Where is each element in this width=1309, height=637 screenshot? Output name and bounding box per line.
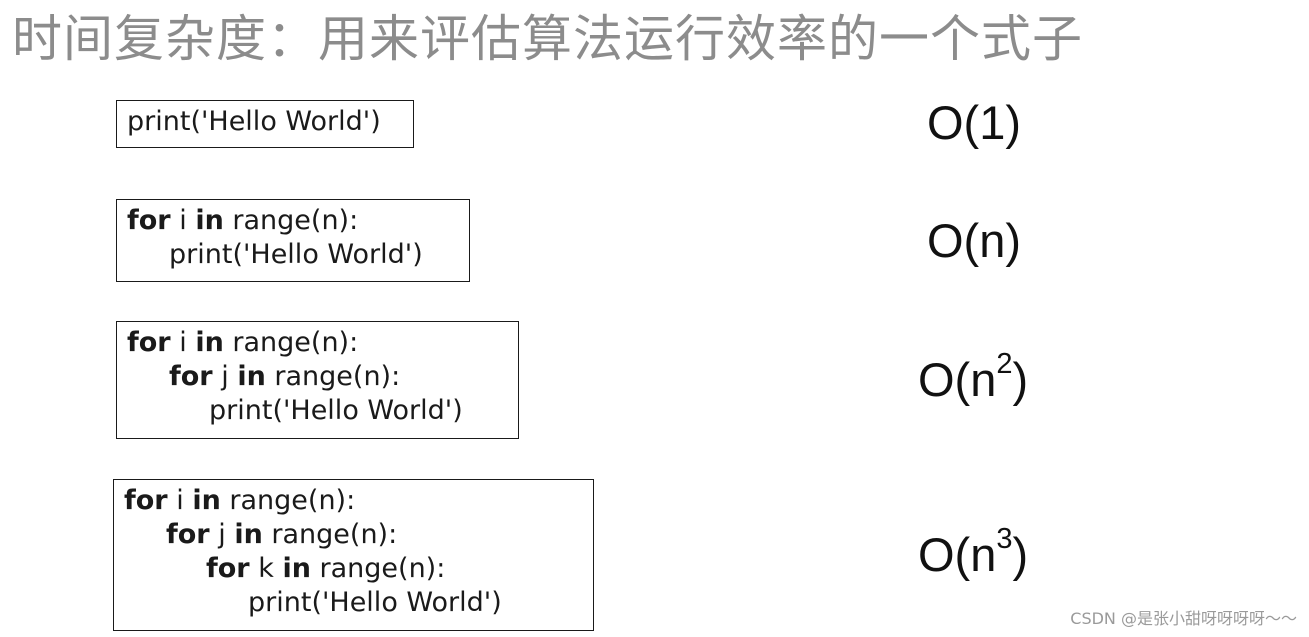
code-line: for j in range(n): — [169, 361, 401, 392]
complexity-label-linear: O(n) — [927, 214, 1021, 267]
code-block-cubic: for i in range(n): for j in range(n): fo… — [113, 479, 594, 631]
complexity-label-cubic: O(n3) — [918, 523, 1029, 581]
code-line: for i in range(n): — [124, 485, 356, 516]
code-line: print('Hello World') — [209, 395, 463, 426]
complexity-label-quadratic: O(n2) — [918, 348, 1029, 406]
code-line: print('Hello World') — [127, 106, 381, 137]
watermark: CSDN @是张小甜呀呀呀呀～～ — [1070, 609, 1297, 628]
code-line: for j in range(n): — [166, 519, 398, 550]
code-line: print('Hello World') — [169, 239, 423, 270]
code-line: print('Hello World') — [248, 587, 502, 618]
code-block-linear: for i in range(n): print('Hello World') — [116, 199, 470, 282]
page-title: 时间复杂度：用来评估算法运行效率的一个式子 — [12, 10, 1083, 68]
code-line: for i in range(n): — [127, 205, 359, 236]
exponent: 3 — [996, 523, 1013, 556]
code-block-quadratic: for i in range(n): for j in range(n): pr… — [116, 321, 519, 439]
code-line: for i in range(n): — [127, 327, 359, 358]
exponent: 2 — [996, 348, 1013, 381]
complexity-label-constant: O(1) — [927, 96, 1021, 149]
code-block-constant: print('Hello World') — [116, 100, 414, 148]
code-line: for k in range(n): — [206, 553, 446, 584]
